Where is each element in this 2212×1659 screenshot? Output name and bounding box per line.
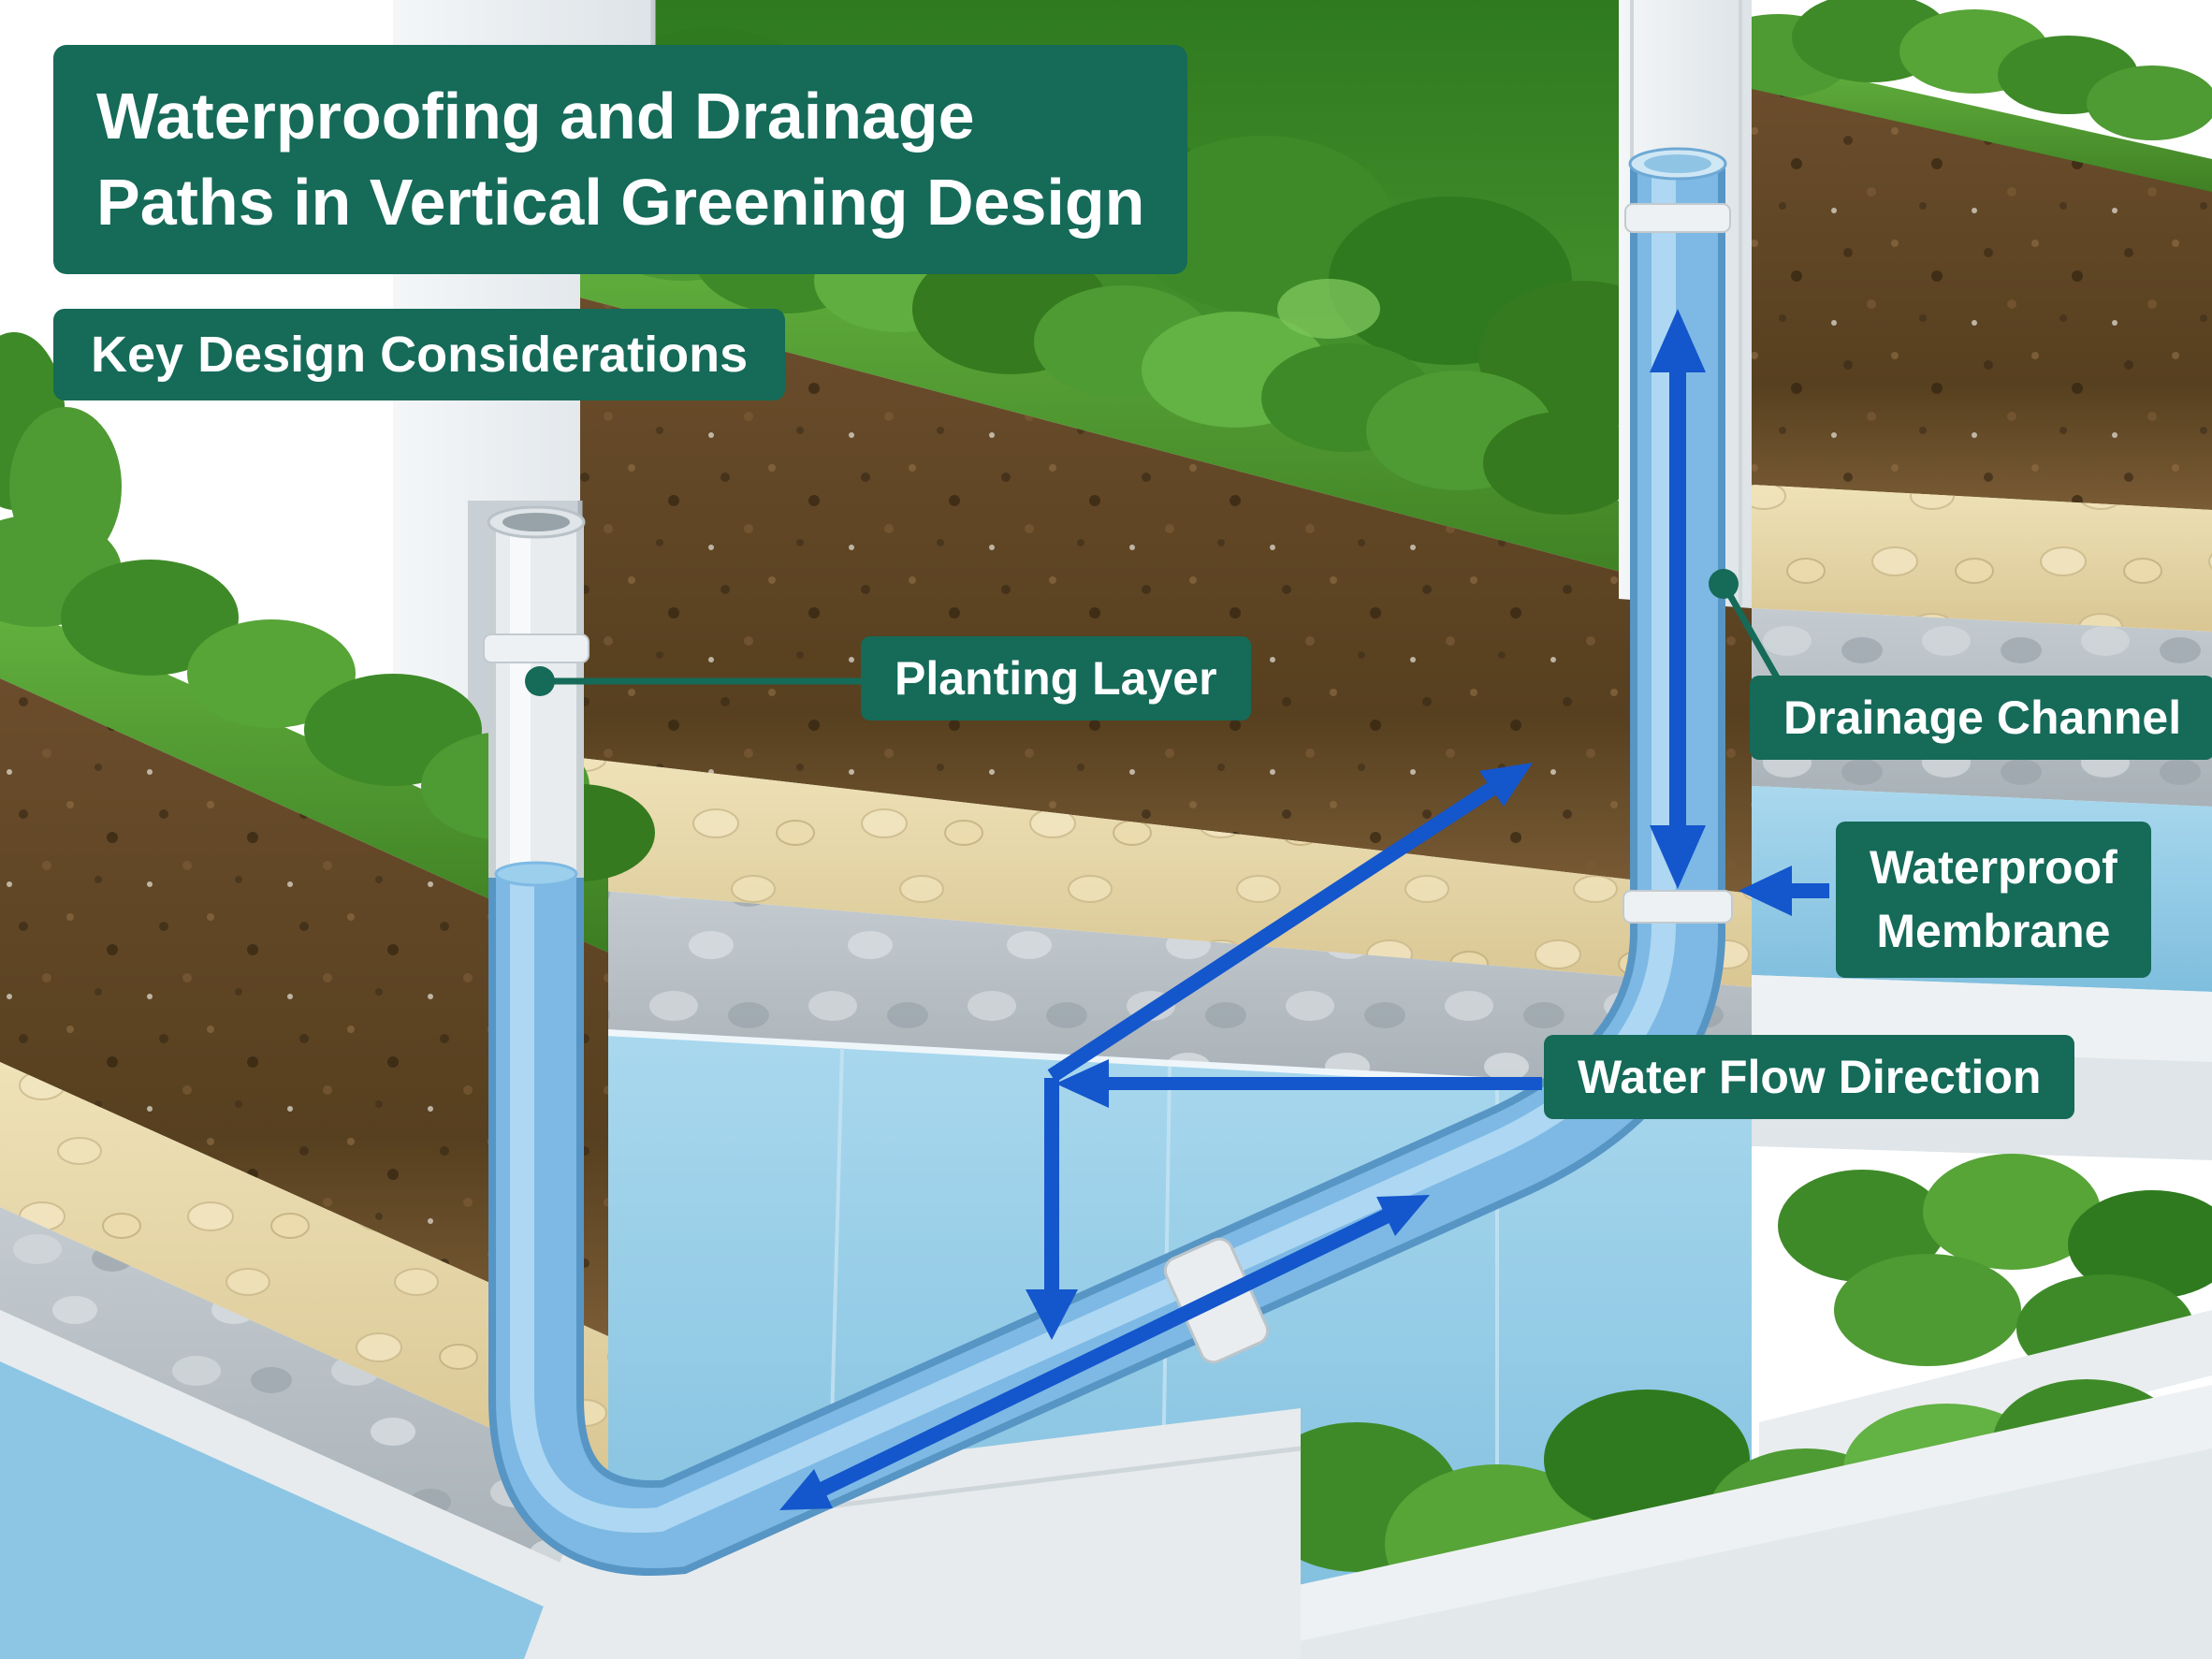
planter-rim-lower [1273, 1385, 2212, 1659]
gravel-layer-texture [580, 758, 1752, 987]
right-gravel-texture [1752, 485, 2212, 632]
label-waterproof-membrane-line-2: Membrane [1876, 904, 2111, 957]
left-pipe-water-surface [494, 861, 578, 887]
drain-pipe-system [483, 147, 1733, 1576]
planting-layer-connector [525, 666, 875, 696]
membrane-pointer-arrow [1739, 866, 1829, 916]
left-pipe-opening-inner [502, 513, 570, 531]
flow-arrows [779, 309, 1829, 1510]
right-section [1254, 0, 2212, 1659]
planter-plants [1254, 1154, 2212, 1659]
title-line-2: Paths in Vertical Greening Design [96, 166, 1145, 240]
label-waterproof-membrane: Waterproof Membrane [1836, 822, 2151, 978]
label-planting-layer: Planting Layer [861, 636, 1251, 720]
concrete-layer-texture [580, 889, 1752, 1093]
label-waterproof-membrane-line-1: Waterproof [1870, 841, 2117, 894]
drain-pipe-highlight [510, 156, 1676, 1533]
left-concrete-texture [0, 1207, 608, 1584]
drainage-updown-arrow [1650, 309, 1706, 889]
planter-face [1273, 1448, 2212, 1659]
water-flow-arrow-down [1026, 1078, 1078, 1340]
left-membrane-face [0, 1361, 608, 1659]
left-grass-layer [0, 599, 608, 953]
left-soil-texture [0, 678, 608, 1336]
title-box: Waterproofing and Drainage Paths in Vert… [53, 45, 1188, 274]
left-floor-slab [0, 1310, 608, 1636]
drainage-channel-dot [1709, 569, 1739, 599]
right-grass-layer [1752, 56, 2212, 201]
left-pipe-collar [483, 633, 589, 663]
left-terrace [0, 332, 655, 1659]
right-pipe-collar-mid [1623, 890, 1733, 924]
left-gravel-texture [0, 1062, 608, 1481]
label-drainage-channel: Drainage Channel [1750, 676, 2212, 760]
water-flow-arrow-diagonal [1047, 763, 1533, 1083]
subtitle-badge: Key Design Considerations [53, 309, 786, 400]
planting-layer-dot [525, 666, 555, 696]
right-pipe-collar-top [1624, 203, 1731, 233]
right-pipe-opening-inner [1644, 154, 1711, 173]
title-line-1: Waterproofing and Drainage [96, 80, 975, 153]
water-flow-arrow-bottom [779, 1195, 1430, 1510]
label-water-flow-direction: Water Flow Direction [1544, 1035, 2075, 1119]
water-flow-pointer [1055, 1059, 1542, 1108]
soil-layer-texture [580, 298, 1752, 894]
right-soil-texture [1752, 89, 2212, 510]
